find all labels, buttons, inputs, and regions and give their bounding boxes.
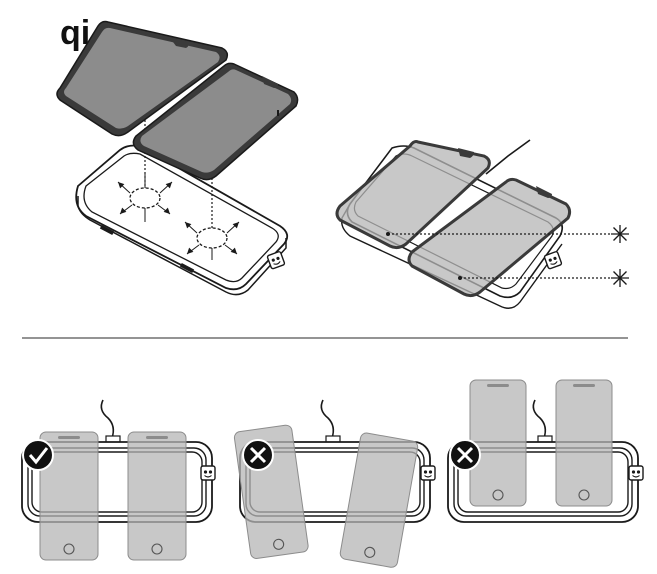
led-indicator-icon <box>610 224 630 244</box>
phone-icon <box>132 62 299 181</box>
phone-icon <box>407 177 572 298</box>
phone-icon <box>127 431 187 561</box>
phone-icon <box>56 20 229 137</box>
charging-coil-icon <box>115 172 175 222</box>
phone-icon <box>469 379 527 507</box>
charging-coil-icon <box>182 219 242 260</box>
assembled-view <box>335 139 630 309</box>
x-circle-icon <box>449 439 481 471</box>
charger-pad-icon <box>75 144 289 296</box>
phone-icon <box>39 431 99 561</box>
check-circle-icon <box>22 439 54 471</box>
exploded-view <box>56 20 299 296</box>
led-indicator-icon <box>610 268 630 288</box>
phone-icon <box>335 140 491 250</box>
placement-example-correct <box>21 399 216 561</box>
placement-example-incorrect-tilted <box>233 399 436 568</box>
phone-icon <box>339 432 419 568</box>
phone-icon <box>555 379 613 507</box>
x-circle-icon <box>242 439 274 471</box>
placement-example-incorrect-high <box>447 379 644 523</box>
